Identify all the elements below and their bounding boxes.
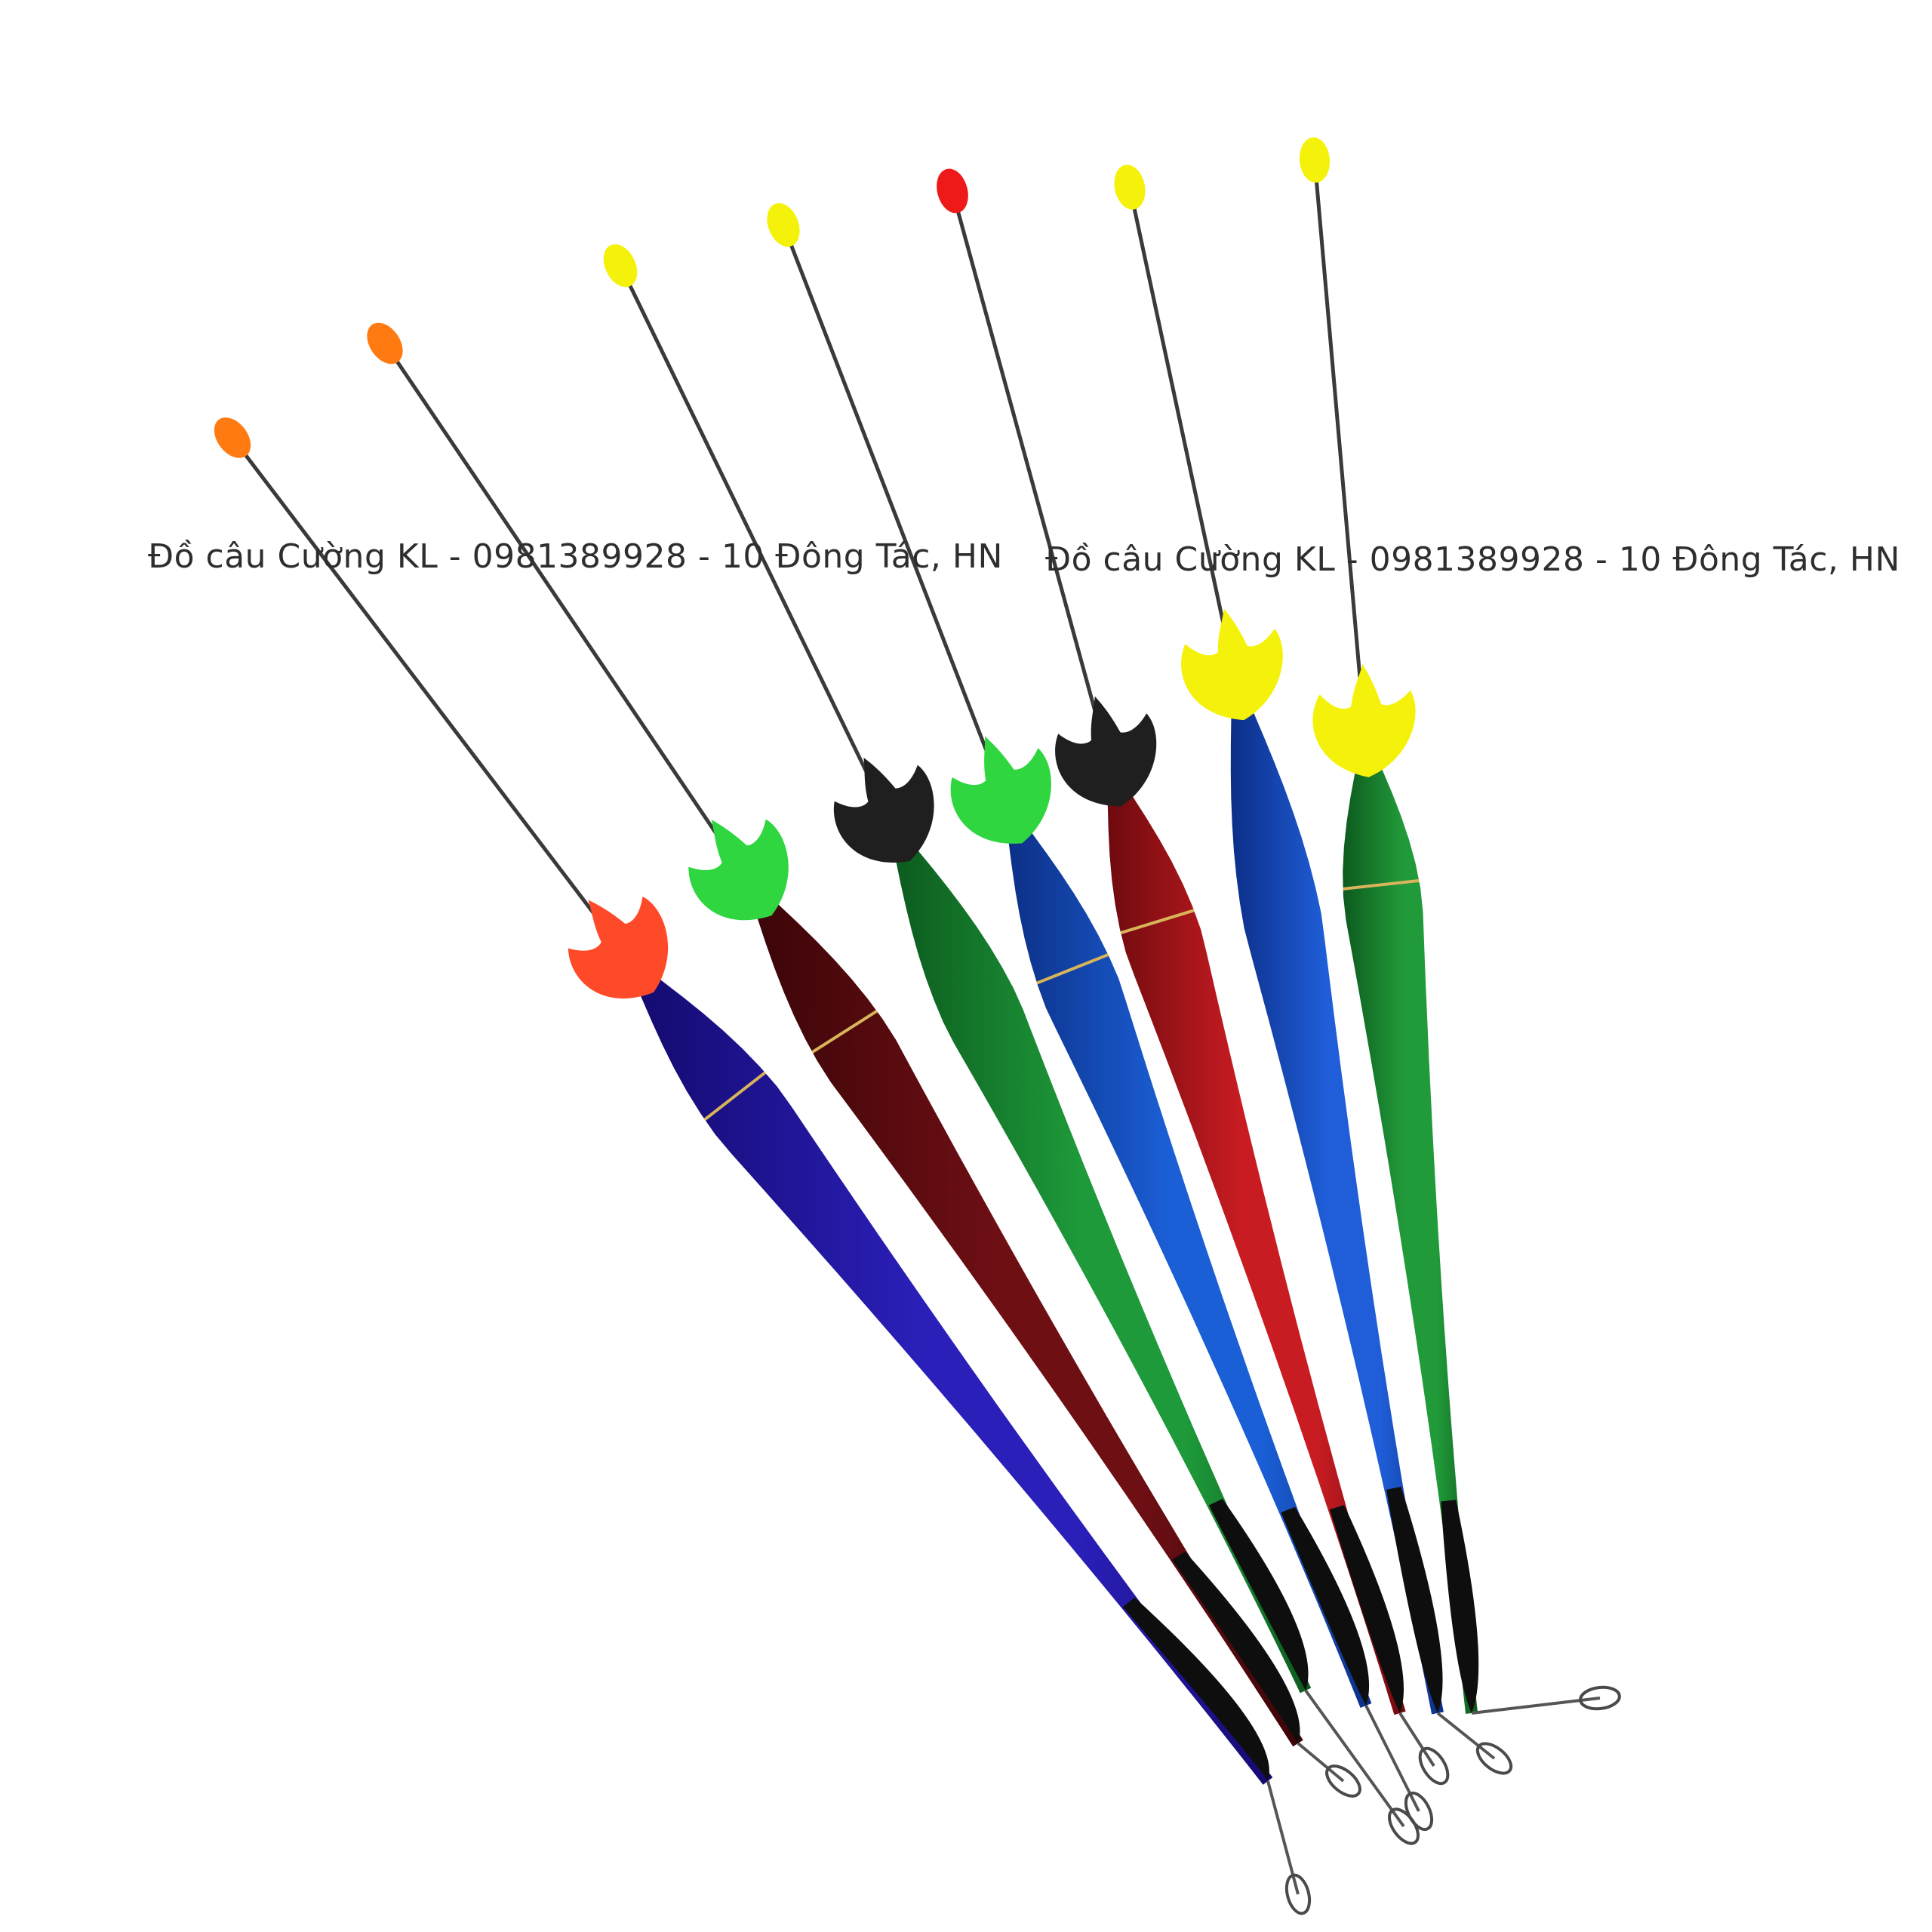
float-antenna <box>230 435 638 971</box>
float-snap-clip <box>1418 1746 1450 1786</box>
float-antenna <box>1128 185 1240 693</box>
float-swivel-clip <box>1297 1742 1345 1783</box>
float-gold-band <box>703 1071 767 1121</box>
float-tip-bead <box>603 244 638 288</box>
float-lead-weight <box>1122 1597 1269 1781</box>
float-body <box>749 887 1303 1747</box>
float-fin <box>833 757 934 863</box>
float-tip-bead <box>214 417 251 458</box>
float-gold-band <box>1343 878 1420 891</box>
fishing-float-3 <box>603 244 1420 1845</box>
float-fin <box>1181 608 1283 721</box>
float-swivel-clip <box>1364 1705 1420 1812</box>
float-body <box>1107 775 1406 1715</box>
float-tip-bead <box>367 322 403 365</box>
float-body <box>1005 813 1372 1708</box>
float-lead-weight <box>1281 1506 1370 1706</box>
float-swivel-clip <box>1398 1712 1435 1767</box>
float-gold-band <box>1036 953 1109 985</box>
float-tip-bead <box>1114 165 1146 210</box>
float-antenna <box>618 263 899 836</box>
float-body <box>891 831 1312 1694</box>
float-antenna <box>1312 158 1368 749</box>
float-tip-bead <box>937 168 968 214</box>
float-antenna <box>781 223 1014 817</box>
float-body <box>1230 689 1444 1715</box>
float-snap-clip <box>1325 1764 1361 1798</box>
float-snap-clip <box>1475 1742 1513 1775</box>
float-fin <box>568 896 669 999</box>
float-snap-clip <box>1404 1791 1434 1832</box>
float-swivel-clip <box>1436 1712 1496 1760</box>
fishing-float-1 <box>214 417 1312 1915</box>
float-gold-band <box>811 1009 878 1054</box>
fishing-float-4 <box>767 203 1434 1832</box>
float-tip-bead <box>1299 137 1331 183</box>
watermark-text-left: Đồ câu Cường KL - 0981389928 - 10 Đông T… <box>148 537 1003 576</box>
float-tip-bead <box>767 203 800 247</box>
float-antenna <box>950 189 1115 780</box>
float-lead-weight <box>1208 1498 1309 1690</box>
fishing-float-6 <box>1114 165 1513 1775</box>
float-lead-weight <box>1386 1486 1443 1713</box>
float-body <box>630 964 1273 1785</box>
float-swivel-clip <box>1471 1697 1601 1715</box>
float-body <box>1343 746 1478 1714</box>
float-swivel-clip <box>1266 1780 1300 1895</box>
float-swivel-clip <box>1304 1689 1405 1828</box>
watermark-text-right: Đồ câu Cường KL - 0981389928 - 10 Đông T… <box>1045 540 1900 579</box>
float-fin <box>950 736 1051 844</box>
float-lead-weight <box>1172 1552 1300 1743</box>
float-gold-band <box>1120 909 1195 934</box>
float-antenna <box>383 341 757 893</box>
float-snap-clip <box>1579 1685 1621 1711</box>
float-fin <box>688 819 789 921</box>
fishing-float-2 <box>367 322 1361 1798</box>
float-snap-clip <box>1284 1873 1312 1915</box>
float-fin <box>1312 663 1416 777</box>
float-fin <box>1055 696 1157 807</box>
float-lead-weight <box>1329 1505 1404 1713</box>
float-lead-weight <box>1441 1500 1479 1713</box>
fishing-float-7 <box>1299 137 1621 1715</box>
fishing-float-5 <box>937 168 1450 1786</box>
